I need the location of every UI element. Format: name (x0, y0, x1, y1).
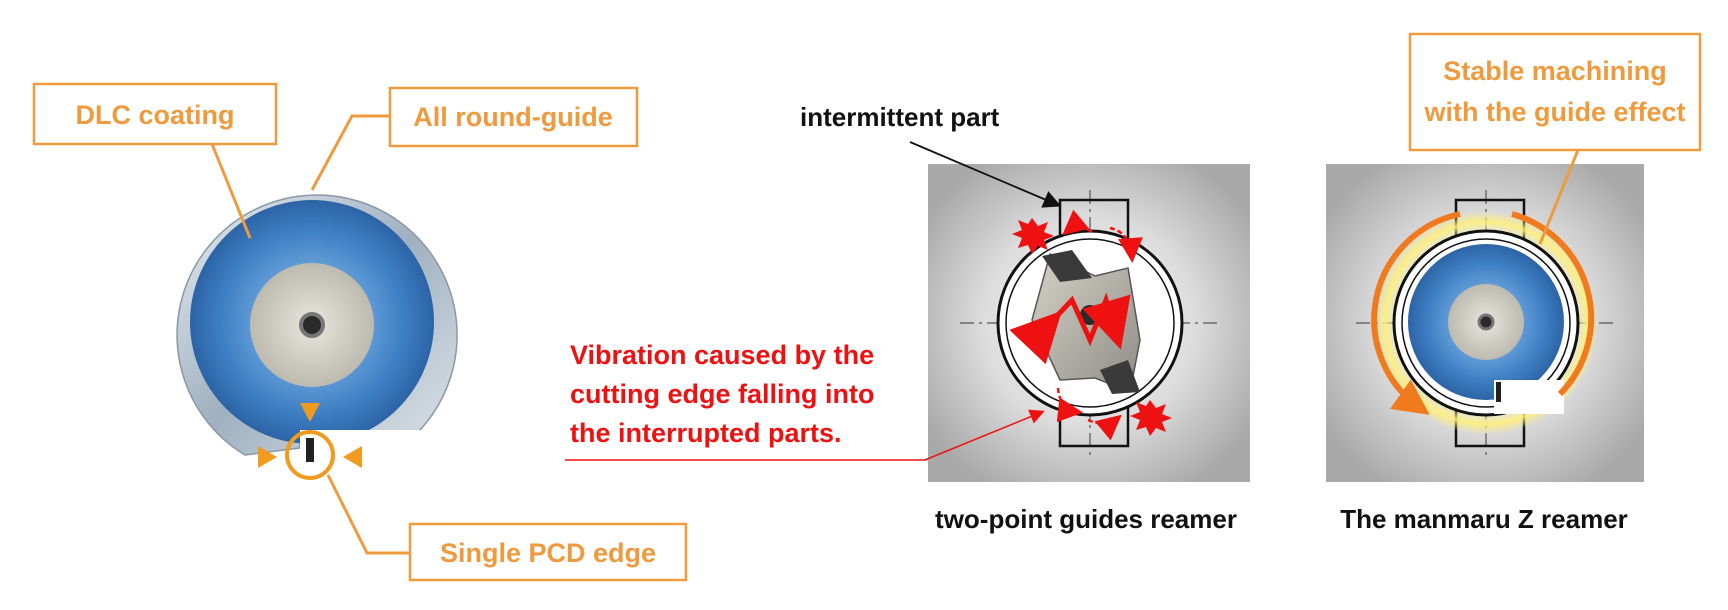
vibration-pointer-line (565, 409, 1045, 461)
vibration-zigzag-arrow (1009, 292, 1131, 365)
pcd-marker-right-triangle (343, 446, 362, 468)
callout-dlc-coating: DLC coating (32, 82, 278, 239)
intermittent-part-label: intermittent part (800, 102, 1000, 132)
callout-stable-box (1408, 32, 1702, 152)
two-point-guide-panel (928, 164, 1250, 482)
guide-rotation-arrow-left (1371, 211, 1461, 415)
callout-round-guide-leader (310, 114, 390, 191)
rotation-arrow-bottom-left (1056, 387, 1083, 423)
impact-burst-top (1012, 218, 1054, 254)
callout-all-round-guide: All round-guide (310, 86, 639, 191)
vibration-line-1: Vibration caused by the (570, 340, 874, 370)
intermittent-pointer-line (909, 141, 1062, 208)
pcd-edge-insert (306, 438, 314, 462)
vibration-explanation: Vibration caused by the cutting edge fal… (565, 340, 1045, 461)
insert-dark-bottom (1100, 360, 1140, 394)
callout-pcd-leader (326, 474, 410, 555)
impact-burst-bottom (1130, 400, 1172, 436)
manmaru-caption: The manmaru Z reamer (1340, 504, 1628, 534)
two-point-caption: two-point guides reamer (935, 504, 1237, 534)
pcd-edge-highlight-ring (285, 430, 335, 480)
callout-dlc-leader (210, 143, 252, 239)
bore-circle-inner (1005, 238, 1175, 408)
insert-dark-top (1042, 250, 1092, 282)
rotation-arrow-bottom-right (1087, 414, 1122, 441)
left-tool-illustration (176, 194, 458, 480)
callout-stable-line-2: with the guide effect (1423, 97, 1685, 127)
callout-stable-leader (1538, 149, 1580, 245)
manmaru-pcd-insert (1496, 382, 1501, 402)
guide-rotation-arrow-right (1511, 211, 1595, 397)
tool-center-hole (299, 312, 325, 338)
rotation-arrow-top-left (1062, 209, 1093, 236)
callout-dlc-text: DLC coating (76, 100, 235, 130)
vibration-line-2: cutting edge falling into (570, 379, 874, 409)
manmaru-center-hole (1477, 313, 1495, 331)
manmaru-bore-inner (1401, 238, 1571, 408)
callout-single-pcd-edge: Single PCD edge (326, 474, 688, 582)
callout-pcd-text: Single PCD edge (440, 538, 656, 568)
manmaru-z-panel (1326, 164, 1644, 482)
callout-round-guide-text: All round-guide (413, 102, 612, 132)
callout-stable-line-1: Stable machining (1443, 56, 1667, 86)
manmaru-notch (1494, 380, 1564, 414)
pcd-marker-top-triangle (300, 403, 320, 422)
callout-stable-machining: Stable machining with the guide effect (1408, 32, 1702, 245)
vibration-line-3: the interrupted parts. (570, 418, 842, 448)
pcd-marker-left-triangle (258, 446, 277, 468)
callout-dlc-box (32, 82, 278, 146)
rotation-arrow-top-right (1109, 226, 1143, 263)
